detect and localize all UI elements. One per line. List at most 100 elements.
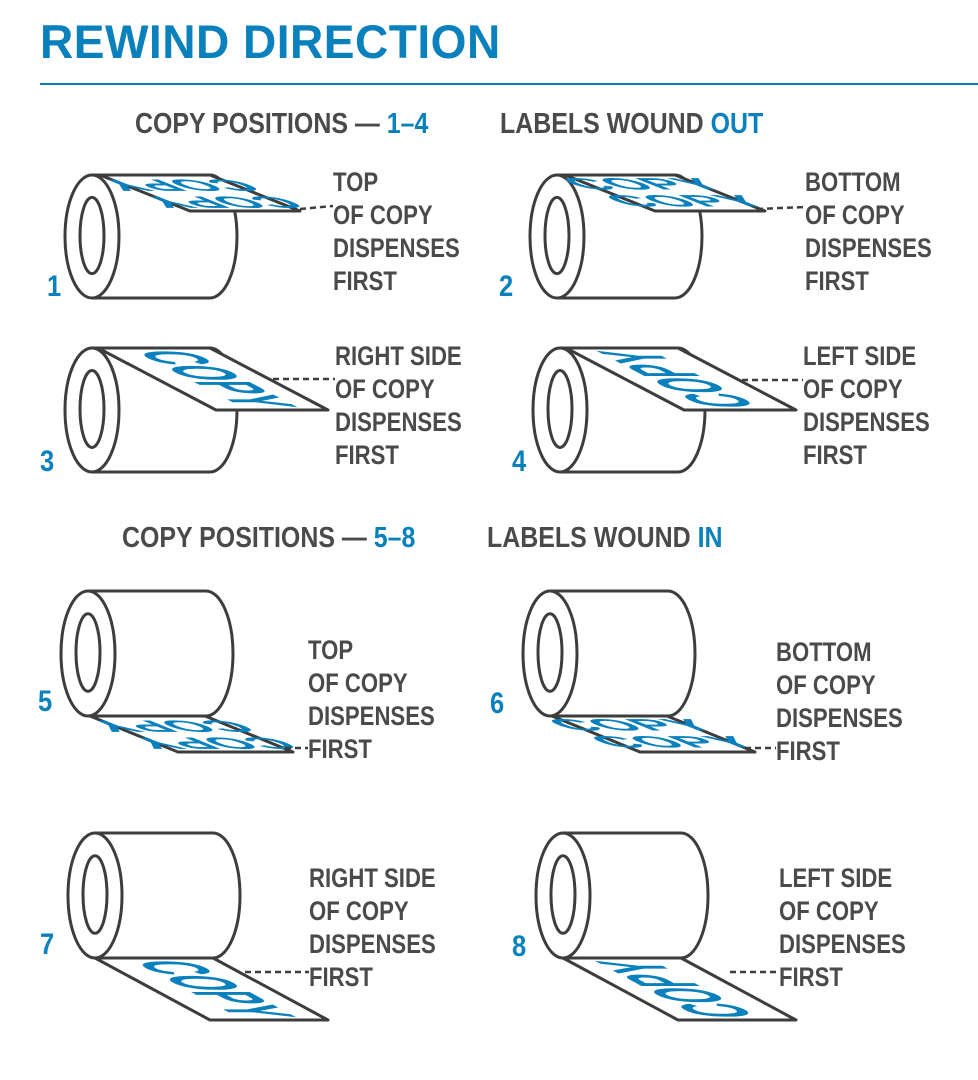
label-copy-text-group: COPY xyxy=(576,960,777,1017)
caption-line: DISPENSES xyxy=(333,233,460,263)
heading-wound-dir: IN xyxy=(697,522,723,554)
label-sheet xyxy=(564,346,798,412)
roll-7: COPY xyxy=(66,831,330,1022)
leader-line xyxy=(756,205,806,211)
caption-line: OF COPY xyxy=(309,896,409,926)
heading-wound-prefix: LABELS WOUND xyxy=(487,522,691,554)
roll-core-hole xyxy=(546,369,574,449)
caption-line: OF COPY xyxy=(333,200,433,230)
label-sheet xyxy=(96,346,330,412)
caption-line: OF COPY xyxy=(779,896,879,926)
caption-line: OF COPY xyxy=(803,374,903,404)
label-sheet xyxy=(93,956,330,1022)
caption-line: RIGHT SIDE xyxy=(309,863,436,893)
roll-4: COPY xyxy=(531,346,803,474)
caption-line: BOTTOM xyxy=(805,167,901,197)
heading-labels-wound-in: LABELS WOUND IN xyxy=(487,522,723,555)
label-copy-text: COPY xyxy=(128,193,318,211)
caption-line: LEFT SIDE xyxy=(803,341,917,371)
caption-line: FIRST xyxy=(309,962,373,992)
heading-range: 5–8 xyxy=(373,522,416,554)
caption-line: OF COPY xyxy=(805,200,905,230)
caption-line: RIGHT SIDE xyxy=(335,341,462,371)
label-sheet xyxy=(98,173,302,213)
caption-line: FIRST xyxy=(779,962,843,992)
caption-line: DISPENSES xyxy=(309,929,436,959)
roll-8: COPY xyxy=(534,831,798,1022)
page-title: REWIND DIRECTION xyxy=(40,15,501,68)
heading-prefix: COPY POSITIONS — xyxy=(135,108,380,140)
caption-line: DISPENSES xyxy=(779,929,906,959)
label-sheet xyxy=(561,956,798,1022)
caption-line: OF COPY xyxy=(308,668,408,698)
heading-copy-positions-1-4: COPY POSITIONS — 1–4 xyxy=(135,108,428,141)
roll-body xyxy=(563,831,710,960)
roll-core-hole xyxy=(81,854,109,935)
roll-core-hole xyxy=(543,195,571,276)
caption-line: DISPENSES xyxy=(335,407,462,437)
heading-copy-positions-5-8: COPY POSITIONS — 5–8 xyxy=(122,522,415,555)
roll-core-hole xyxy=(549,854,577,935)
roll-number: 6 xyxy=(490,687,505,720)
roll-number: 2 xyxy=(499,270,514,303)
heading-wound-dir: OUT xyxy=(710,108,764,140)
label-copy-text: COPY xyxy=(116,734,311,752)
caption-line: OF COPY xyxy=(776,670,876,700)
label-copy-text: COPY xyxy=(115,960,316,1017)
label-copy-text: COPY xyxy=(84,176,274,194)
label-copy-text-group: COPY xyxy=(115,960,316,1017)
heading-prefix: COPY POSITIONS — xyxy=(122,522,367,554)
heading-labels-wound-out: LABELS WOUND OUT xyxy=(500,108,763,141)
caption-line: DISPENSES xyxy=(805,233,932,263)
label-copy-text: COPY xyxy=(548,175,738,193)
caption-line: DISPENSES xyxy=(308,701,435,731)
roll-core-hole xyxy=(536,612,564,693)
roll-number: 4 xyxy=(512,445,527,478)
label-copy-orientation: COPY xyxy=(576,960,777,1017)
label-copy-text: COPY xyxy=(591,192,781,210)
roll-body xyxy=(550,589,697,718)
caption-line: FIRST xyxy=(333,266,397,296)
caption-line: FIRST xyxy=(776,736,840,766)
caption-line: FIRST xyxy=(308,734,372,764)
caption-line: TOP xyxy=(333,167,379,197)
caption-line: DISPENSES xyxy=(803,407,930,437)
caption-line: FIRST xyxy=(805,266,869,296)
roll-core-hole xyxy=(74,612,102,693)
roll-number: 8 xyxy=(512,930,527,963)
caption-line: DISPENSES xyxy=(776,703,903,733)
label-copy-text: COPY xyxy=(74,717,269,735)
heading-range: 1–4 xyxy=(386,108,429,140)
roll-number: 5 xyxy=(38,685,53,718)
roll-number: 7 xyxy=(40,928,55,961)
roll-body xyxy=(95,831,242,960)
roll-3: COPY xyxy=(63,346,335,474)
caption-line: OF COPY xyxy=(335,374,435,404)
label-sheet xyxy=(550,714,757,754)
label-copy-text: COPY xyxy=(534,716,729,734)
label-copy-text: COPY xyxy=(576,733,771,751)
caption-line: TOP xyxy=(308,635,354,665)
caption-line: FIRST xyxy=(803,440,867,470)
roll-core-hole xyxy=(78,369,106,449)
label-sheet xyxy=(563,173,767,213)
